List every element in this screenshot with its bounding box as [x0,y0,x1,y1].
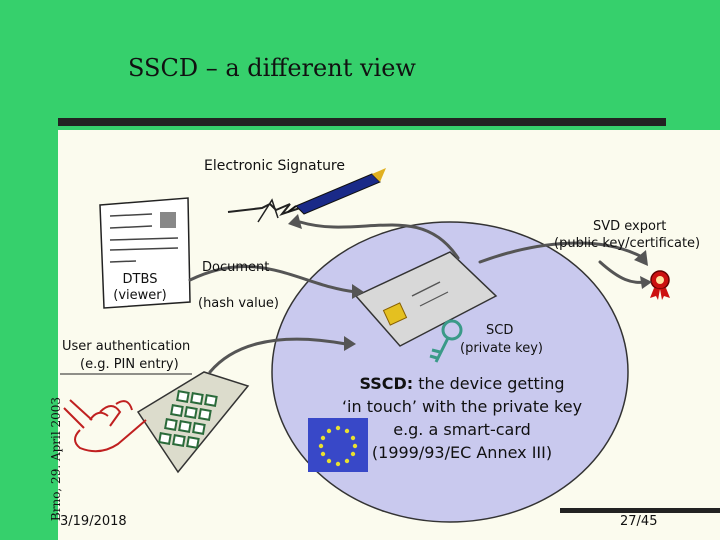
sscd-term: SSCD: [359,374,414,393]
sscd-line-2: ‘in touch’ with the private key [341,397,583,416]
user-auth-label: User authentication [62,339,191,354]
sscd-line-4: (1999/93/EC Annex III) [371,443,553,462]
title-underline [58,118,666,126]
sscd-line-1: SSCD: the device getting [312,372,612,395]
arrow-pin-to-card [208,337,348,374]
arrowhead-signature [288,214,302,229]
arrow-to-signature [298,220,460,260]
hand-icon [63,399,147,453]
document-icon [99,197,191,309]
arrowhead-pin-card [344,336,356,351]
sscd-description: SSCD: the device getting ‘in touch’ with… [312,372,612,464]
footer-date: 3/19/2018 [60,514,127,529]
scd-label: SCD [486,323,514,338]
arrow-to-seal [598,260,648,284]
page-number: 27/45 [620,514,658,529]
pin-pad-icon [136,371,250,474]
arrow-doc-to-card [188,264,358,294]
header-band [0,0,720,130]
dtbs-label: DTBS [122,272,158,287]
sscd-line-3: e.g. a smart-card [393,420,531,439]
user-auth-sub: (e.g. PIN entry) [80,357,179,372]
slide-title: SSCD – a different view [128,54,416,82]
svd-export-label: SVD export [593,219,667,234]
certificate-seal-icon [650,270,670,300]
footer-rule [560,508,720,513]
sscd-line-1-text: the device getting [413,374,565,393]
svd-export-sub: (public key/certificate) [554,236,701,251]
arrowhead-svd [634,250,648,266]
document-sub: (hash value) [198,296,280,311]
arrow-to-svd-export [478,241,642,264]
arrowhead-doc-card [352,284,364,299]
keys-icon [429,319,463,363]
smart-card-icon [354,251,498,347]
dtbs-sub: (viewer) [113,288,167,303]
document-label: Document [202,260,270,275]
pen-icon [227,168,386,223]
eu-flag-icon [308,418,368,472]
arrowhead-seal [640,276,652,289]
left-band [0,0,58,540]
electronic-signature-label: Electronic Signature [204,158,345,174]
scd-sub: (private key) [460,341,543,356]
